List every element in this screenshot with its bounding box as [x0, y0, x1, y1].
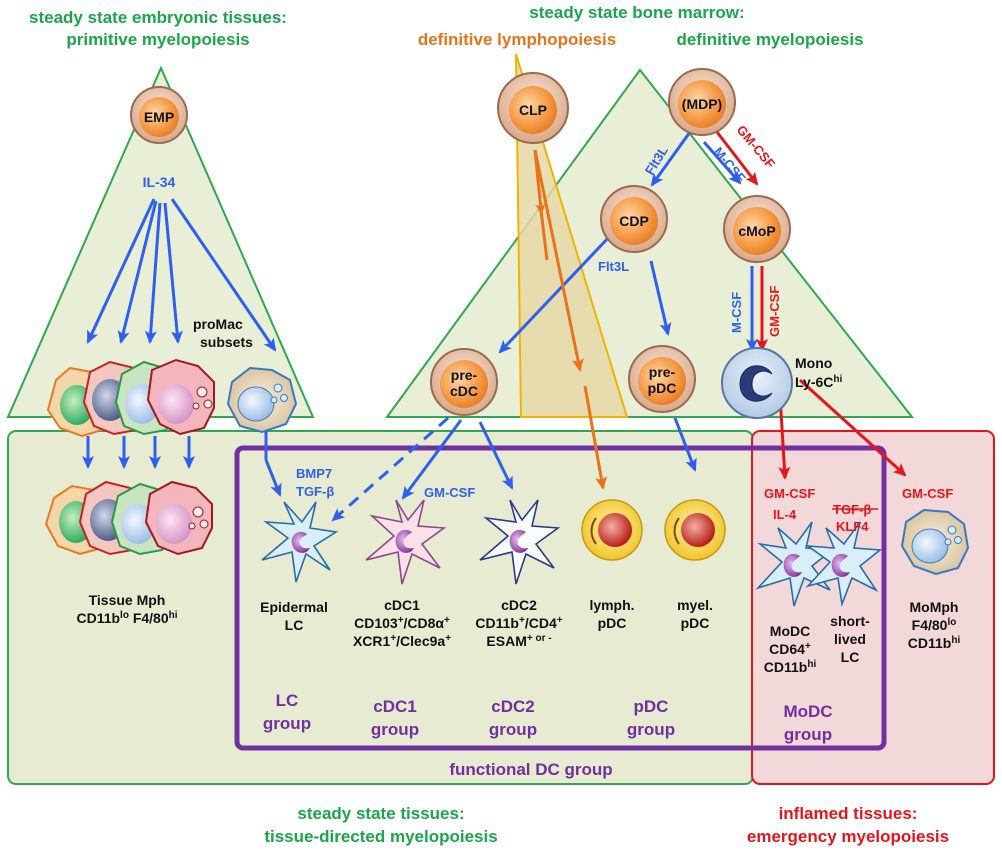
modc-label-2: CD64+	[769, 641, 811, 657]
myel-pdc-label-2: pDC	[681, 615, 710, 631]
gmcsf-momph-label: GM-CSF	[902, 486, 953, 501]
promac-label-1: proMac	[193, 316, 243, 332]
cdc1-label-1: cDC1	[384, 597, 420, 613]
steady-tissues-title-line1: steady state tissues:	[297, 804, 464, 823]
cdc2-label-3: ESAM+ or -	[486, 633, 551, 649]
klf4-label: KLF4	[836, 519, 869, 534]
lc-group-label-1: LC	[276, 691, 299, 710]
cdc2-group-label-1: cDC2	[491, 697, 534, 716]
momph-cell	[900, 508, 970, 576]
functional-dc-group-box	[234, 445, 887, 751]
gmcsf-modc-label: GM-CSF	[764, 486, 815, 501]
inflamed-title-line1: inflamed tissues:	[779, 804, 918, 823]
tissue-mph-label-2: CD11blo F4/80hi	[76, 610, 177, 626]
functional-dc-group-label: functional DC group	[449, 760, 612, 779]
pre-cdc-cell: pre- cDC	[430, 348, 498, 416]
embryonic-title-line1: steady state embryonic tissues:	[29, 8, 287, 27]
cdc2-label-1: cDC2	[501, 597, 537, 613]
myel-pdc-label-1: myel.	[677, 597, 713, 613]
cdc1-cell	[365, 499, 447, 585]
short-lived-lc-label-2: lived	[834, 631, 866, 647]
pre-cdc-label-2: cDC	[450, 383, 478, 399]
mdp-cell: (MDP)	[668, 68, 736, 136]
promac-subsets	[46, 358, 298, 438]
cdc2-label-2: CD11b+/CD4+	[475, 615, 562, 631]
momph-label-3: CD11bhi	[908, 635, 961, 651]
modc-label-3: CD11bhi	[764, 659, 817, 675]
pre-pdc-label-2: pDC	[648, 380, 677, 396]
tgfb-label: TGF-β	[296, 484, 334, 499]
embryonic-arrows	[82, 198, 282, 497]
modc-label-1: MoDC	[770, 623, 810, 639]
flt3l-label-b: Flt3L	[598, 259, 629, 274]
embryonic-title-line2: primitive myelopoiesis	[66, 30, 249, 49]
bmp7-label: BMP7	[296, 466, 332, 481]
steady-tissues-title-line2: tissue-directed myelopoiesis	[264, 827, 497, 846]
momph-label-2: F4/80lo	[912, 617, 957, 633]
cdc1-group-label-2: group	[371, 720, 419, 739]
short-lived-lc-label-3: LC	[841, 649, 860, 665]
il4-label: IL-4	[773, 507, 797, 522]
mono-label-1: Mono	[795, 355, 832, 371]
bone-marrow-title: steady state bone marrow:	[529, 3, 744, 22]
modc-group-label-2: group	[784, 725, 832, 744]
modc-cell	[755, 521, 835, 607]
emp-cell: EMP	[130, 86, 188, 144]
lymphopoiesis-funnel	[515, 53, 629, 418]
cdp-label: CDP	[619, 213, 649, 229]
cdc2-cell	[479, 499, 561, 585]
lymphopoiesis-title: definitive lymphopoiesis	[418, 30, 616, 49]
mono-label-2: Ly-6Chi	[795, 374, 842, 390]
clp-cell: CLP	[497, 72, 569, 144]
lc-group-label-2: group	[263, 714, 311, 733]
cmop-cell: cMoP	[723, 195, 791, 263]
pre-pdc-cell: pre- pDC	[628, 345, 696, 413]
myel-pdc-cell	[664, 499, 726, 561]
cdp-to-precdc-arrow	[498, 234, 612, 354]
cdc1-label-2: CD103+/CD8α+	[354, 615, 450, 631]
short-lived-lc-label-1: short-	[830, 613, 870, 629]
pre-pdc-label-1: pre-	[649, 364, 676, 380]
definitive-myelopoiesis-title: definitive myelopoiesis	[676, 30, 863, 49]
epidermal-lc-label-2: LC	[285, 617, 304, 633]
clp-label: CLP	[519, 102, 547, 118]
emp-label: EMP	[144, 109, 174, 125]
short-lived-lc-cell	[805, 521, 883, 608]
il34-label: IL-34	[143, 174, 176, 190]
cdp-cell: CDP	[600, 185, 668, 253]
gmcsf-cdc-label: GM-CSF	[424, 485, 475, 500]
epidermal-lc-cell	[261, 501, 339, 583]
cdc1-label-3: XCR1+/Clec9a+	[353, 633, 451, 649]
lymphopoiesis-arrows	[533, 149, 607, 490]
promac-label-2: subsets	[200, 334, 253, 350]
cmop-label: cMoP	[738, 223, 775, 239]
cdc1-group-label-1: cDC1	[373, 697, 416, 716]
lymph-pdc-label-1: lymph.	[589, 597, 634, 613]
mdp-label: (MDP)	[682, 96, 722, 112]
inflamed-title-line2: emergency myelopoiesis	[747, 827, 949, 846]
lymph-pdc-label-2: pDC	[598, 615, 627, 631]
monocyte-cell	[721, 347, 793, 419]
gmcsf-label-b: GM-CSF	[767, 286, 782, 337]
pdc-group-label-2: group	[627, 720, 675, 739]
modc-group-label-1: MoDC	[783, 702, 832, 721]
pdc-group-label-1: pDC	[634, 697, 669, 716]
lymph-pdc-cell	[581, 499, 643, 561]
pre-cdc-label-1: pre-	[451, 367, 478, 383]
mcsf-label-b: M-CSF	[729, 292, 744, 333]
tissue-macrophages	[44, 480, 213, 556]
bone-marrow-arrows	[331, 131, 758, 522]
tissue-mph-label-1: Tissue Mph	[89, 592, 166, 608]
epidermal-lc-label-1: Epidermal	[260, 599, 328, 615]
cdc2-group-label-2: group	[489, 720, 537, 739]
momph-label-1: MoMph	[910, 599, 959, 615]
